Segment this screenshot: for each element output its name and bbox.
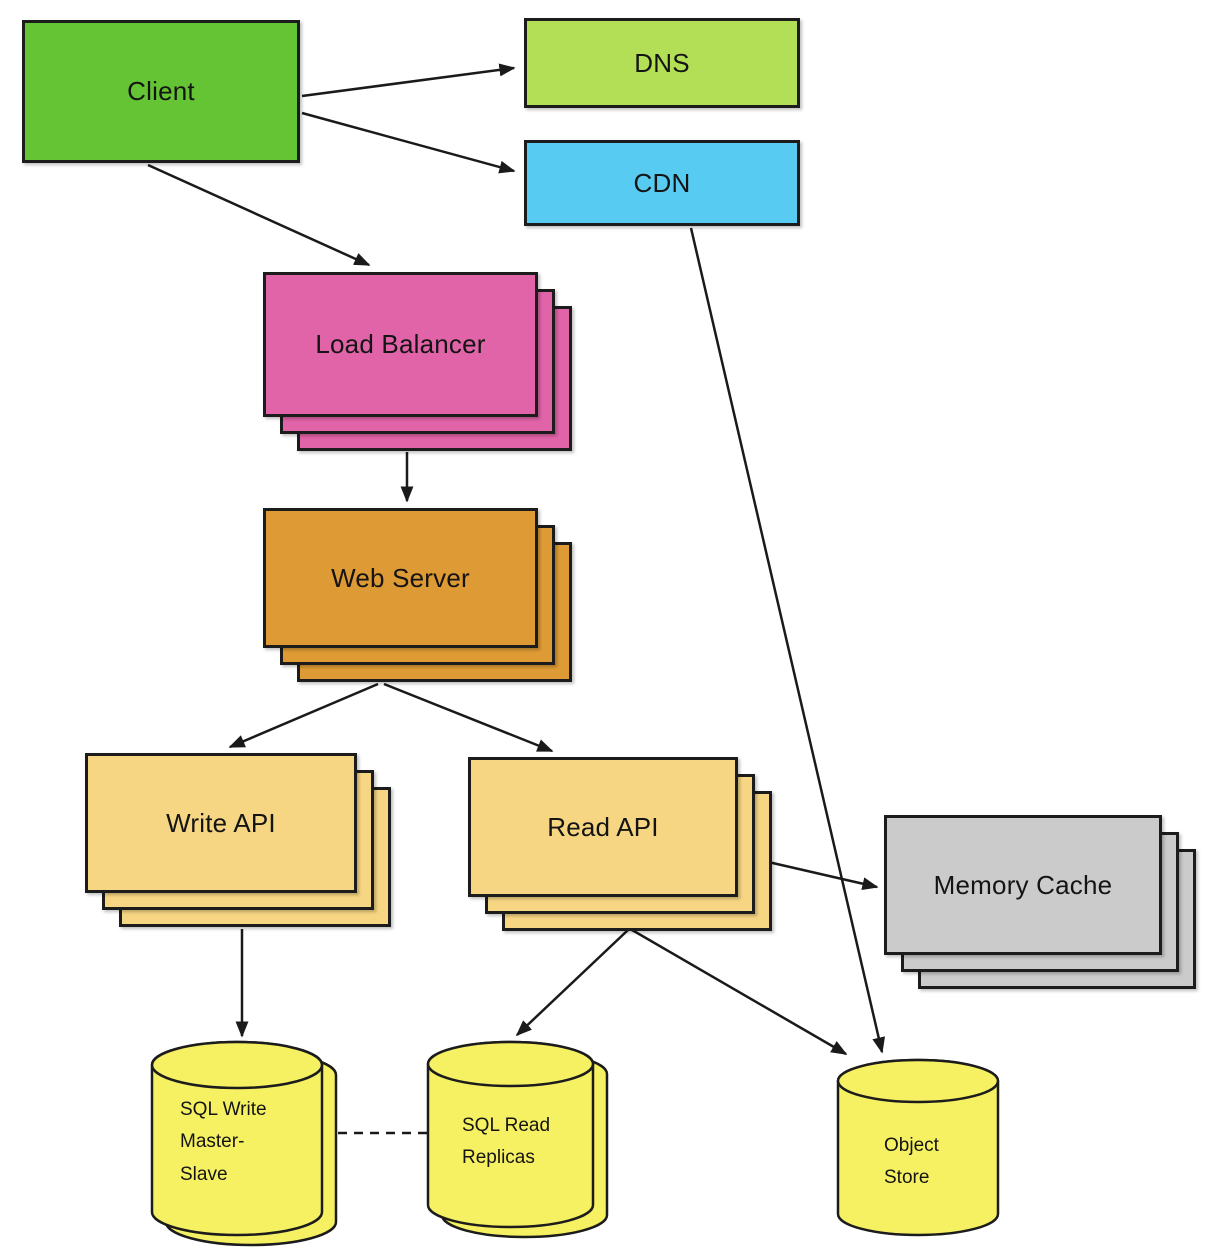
node-sql-read-replicas <box>426 1040 609 1239</box>
node-client-label: Client <box>127 76 195 106</box>
node-load-balancer: Load Balancer <box>263 272 572 451</box>
node-object-store <box>836 1058 1000 1237</box>
memory-cache-box: Memory Cache <box>884 815 1162 955</box>
edge-read-api-to-sql-read <box>515 929 629 1037</box>
node-web-server-label: Web Server <box>331 562 470 593</box>
cylinder-cap <box>836 1058 1000 1104</box>
write-api-box: Write API <box>85 753 357 893</box>
node-cdn: CDN <box>524 140 800 226</box>
node-web-server: Web Server <box>263 508 572 682</box>
edge-cdn-to-object-store <box>689 227 886 1054</box>
edge-client-to-dns <box>301 63 516 98</box>
node-client: Client <box>22 20 300 163</box>
edge-client-to-cdn <box>301 111 516 174</box>
node-read-api-label: Read API <box>547 811 659 842</box>
edge-web-server-to-write-api <box>228 682 379 749</box>
node-dns-label: DNS <box>634 47 690 78</box>
node-sql-write-master-slave <box>150 1040 338 1247</box>
edge-web-server-to-read-api <box>383 682 554 753</box>
node-sql-read-label: SQL Read Replicas <box>462 1115 551 1169</box>
cylinder-cap <box>426 1040 595 1088</box>
node-object-store-label: Object Store <box>884 1135 939 1189</box>
node-write-api-label: Write API <box>166 807 276 838</box>
load-balancer-box: Load Balancer <box>263 272 538 417</box>
cdn-box: CDN <box>524 140 800 226</box>
edge-client-to-load-balancer <box>147 163 371 267</box>
node-write-api: Write API <box>85 753 391 927</box>
node-memory-cache-label: Memory Cache <box>933 869 1113 900</box>
node-sql-write-label: SQL Write Master- Slave <box>180 1099 267 1185</box>
web-server-box: Web Server <box>263 508 538 648</box>
client-box: Client <box>22 20 300 163</box>
node-dns: DNS <box>524 18 800 108</box>
edge-read-api-to-object-store <box>631 928 848 1056</box>
node-memory-cache: Memory Cache <box>884 815 1196 989</box>
node-read-api: Read API <box>468 757 772 931</box>
node-cdn-label: CDN <box>633 167 691 198</box>
dns-box: DNS <box>524 18 800 108</box>
node-load-balancer-label: Load Balancer <box>315 329 486 359</box>
cylinder-cap <box>150 1040 324 1090</box>
read-api-box: Read API <box>468 757 738 897</box>
